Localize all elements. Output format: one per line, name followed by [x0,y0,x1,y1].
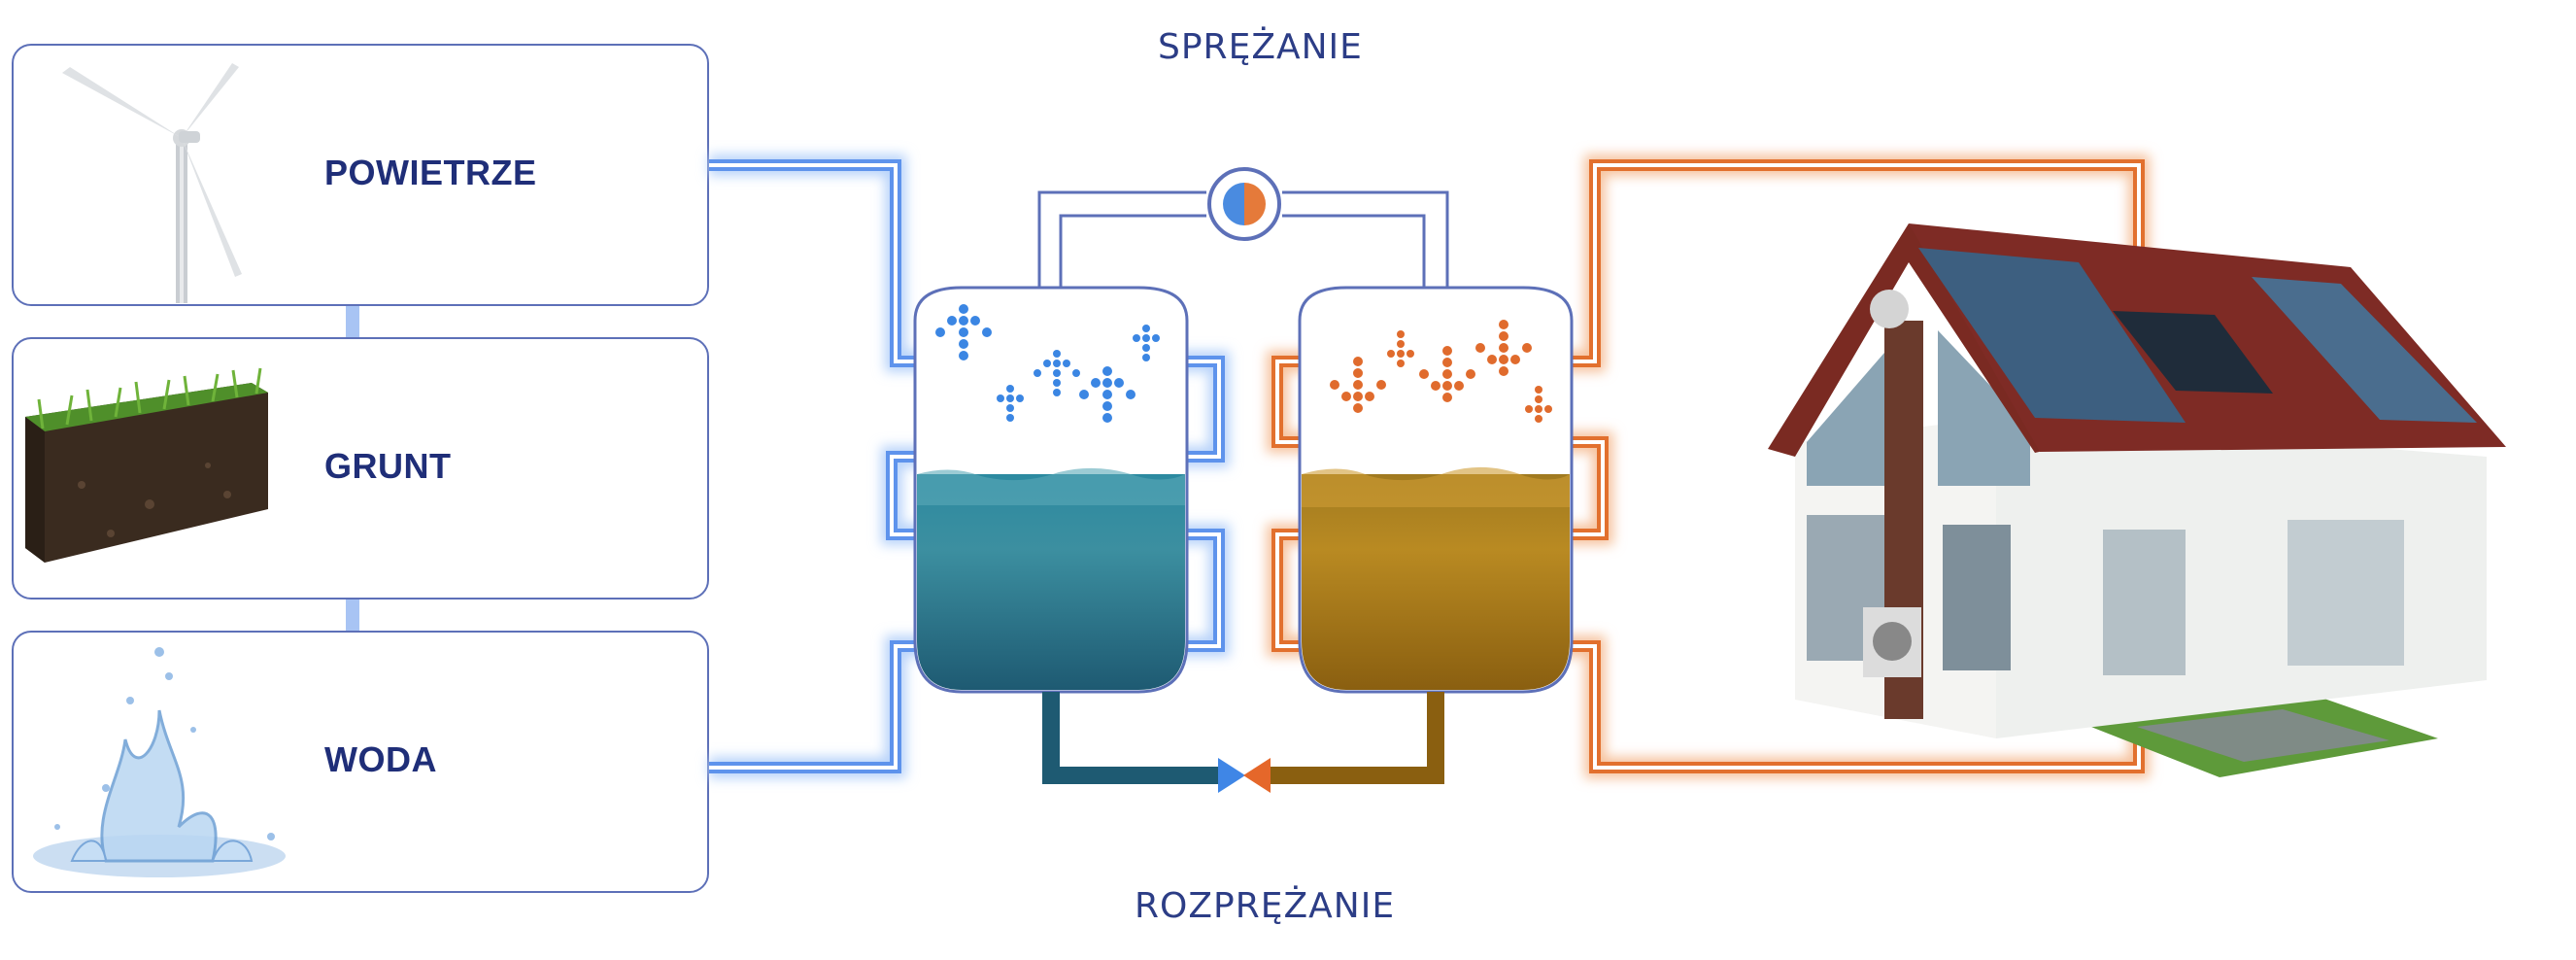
compressor-icon [1207,167,1281,241]
source-label-air: POWIETRZE [324,153,537,192]
warm-vapor-arrows [1330,320,1552,423]
house-icon [1768,223,2506,777]
evaporator-vessel [913,286,1189,694]
cold-circuit-pipe [709,154,1230,778]
water-splash-icon [33,647,286,877]
source-connector-2 [346,597,359,635]
source-box-air: POWIETRZE [12,44,709,306]
wind-turbine-icon [62,63,242,303]
condenser-vessel [1298,286,1574,694]
source-label-water: WODA [324,739,437,779]
compression-label: SPRĘŻANIE [1158,27,1363,67]
expansion-pipes [1042,692,1444,784]
refrigerant-line [1037,190,1449,290]
cold-vapor-arrows [935,304,1160,423]
source-connector-1 [346,303,359,342]
source-box-water: WODA [12,631,709,893]
expansion-valve-icon [1218,758,1271,793]
source-box-ground: GRUNT [12,337,709,600]
soil-block-icon [25,367,268,563]
warm-circuit-pipe [1267,154,2150,778]
source-label-ground: GRUNT [324,446,452,486]
expansion-label: ROZPRĘŻANIE [1135,886,1396,926]
